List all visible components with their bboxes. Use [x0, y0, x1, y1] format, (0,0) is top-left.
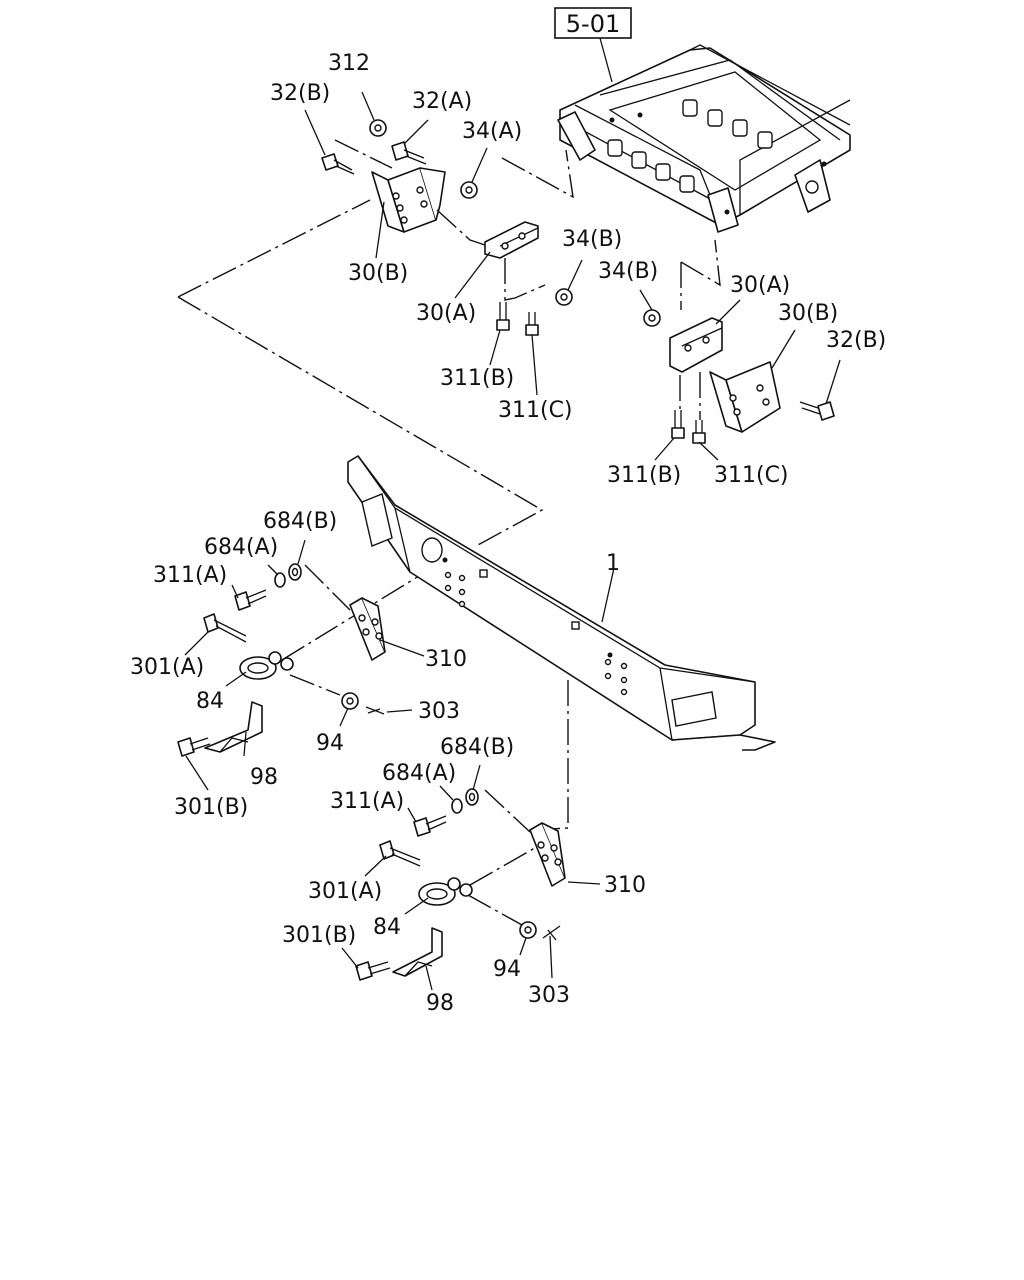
label-311a-1[interactable]: 311(A)	[153, 563, 227, 588]
bracket-30b-left	[371, 167, 446, 233]
label-301b-2[interactable]: 301(B)	[282, 923, 356, 948]
assembly-lines	[177, 139, 721, 926]
pin-301a-1	[203, 613, 247, 643]
bolt-311b-left	[496, 302, 510, 331]
washer-684a-2	[451, 798, 463, 814]
label-311a-2[interactable]: 311(A)	[330, 789, 404, 814]
label-303-2[interactable]: 303	[528, 983, 570, 1008]
bolt-301b-1	[177, 737, 211, 757]
shackle-84-1	[239, 651, 294, 680]
bolt-32a	[391, 141, 427, 165]
label-310-1[interactable]: 310	[425, 647, 467, 672]
label-312[interactable]: 312	[328, 51, 370, 76]
label-32b-right[interactable]: 32(B)	[826, 328, 886, 353]
cotter-pin-303-2	[542, 925, 561, 941]
chassis-frame	[557, 44, 851, 233]
label-311c-left[interactable]: 311(C)	[498, 398, 573, 423]
bolt-32b-top	[321, 153, 355, 175]
bolt-311b-right	[671, 410, 685, 439]
bracket-30a-right	[669, 317, 723, 373]
nut-34b-left	[555, 288, 573, 306]
label-30a-left[interactable]: 30(A)	[416, 301, 476, 326]
label-84-2[interactable]: 84	[373, 915, 401, 940]
label-1[interactable]: 1	[606, 551, 620, 576]
shackle-84-2	[418, 877, 473, 906]
label-98-2[interactable]: 98	[426, 991, 454, 1016]
label-301b-1[interactable]: 301(B)	[174, 795, 248, 820]
label-684a-2[interactable]: 684(A)	[382, 761, 456, 786]
label-98-1[interactable]: 98	[250, 765, 278, 790]
washer-684a-1	[274, 572, 286, 588]
label-311c-right[interactable]: 311(C)	[714, 463, 789, 488]
label-94-2[interactable]: 94	[493, 957, 521, 982]
label-310-2[interactable]: 310	[604, 873, 646, 898]
nut-34a	[460, 181, 478, 199]
label-34b-left[interactable]: 34(B)	[562, 227, 622, 252]
bolt-311a-1	[234, 589, 267, 611]
washer-684b-1	[288, 563, 302, 581]
part-labels: 312 32(B) 32(A) 34(A) 30(B) 30(A) 34(B) …	[130, 51, 886, 1016]
label-30b-left[interactable]: 30(B)	[348, 261, 408, 286]
label-34a[interactable]: 34(A)	[462, 119, 522, 144]
label-311b-right[interactable]: 311(B)	[607, 463, 681, 488]
tow-bracket-310-1	[349, 597, 386, 661]
label-32b-top[interactable]: 32(B)	[270, 81, 330, 106]
tow-bracket-310-2	[529, 822, 566, 887]
bracket-30a-left	[484, 221, 539, 259]
label-684a-1[interactable]: 684(A)	[204, 535, 278, 560]
label-301a-1[interactable]: 301(A)	[130, 655, 204, 680]
bolt-301b-2	[355, 961, 391, 981]
label-684b-1[interactable]: 684(B)	[263, 509, 337, 534]
label-30a-right[interactable]: 30(A)	[730, 273, 790, 298]
label-301a-2[interactable]: 301(A)	[308, 879, 382, 904]
cotter-pin-303-1	[365, 706, 385, 715]
bolt-32b-right	[799, 401, 835, 421]
label-32a[interactable]: 32(A)	[412, 89, 472, 114]
label-30b-right[interactable]: 30(B)	[778, 301, 838, 326]
leader-lines	[184, 91, 841, 991]
reference-box[interactable]: 5-01	[554, 7, 632, 39]
label-303-1[interactable]: 303	[418, 699, 460, 724]
label-94-1[interactable]: 94	[316, 731, 344, 756]
pin-301a-2	[379, 840, 421, 867]
frame-holes	[607, 99, 773, 193]
label-684b-2[interactable]: 684(B)	[440, 735, 514, 760]
front-bumper	[347, 455, 776, 751]
label-311b-left[interactable]: 311(B)	[440, 366, 514, 391]
label-34b-right[interactable]: 34(B)	[598, 259, 658, 284]
bolt-311c-left	[525, 312, 539, 336]
nut-312	[369, 119, 387, 137]
bracket-30b-right	[709, 361, 781, 433]
bolt-311c-right	[692, 420, 706, 444]
nut-94-2	[519, 921, 537, 939]
label-84-1[interactable]: 84	[196, 689, 224, 714]
nut-94-1	[341, 692, 359, 710]
guard-98-1	[204, 701, 263, 753]
reference-box-text: 5-01	[566, 10, 620, 38]
bolt-311a-2	[413, 815, 447, 837]
nut-34b-right	[643, 309, 661, 327]
guard-98-2	[392, 927, 443, 977]
washer-684b-2	[465, 788, 479, 806]
